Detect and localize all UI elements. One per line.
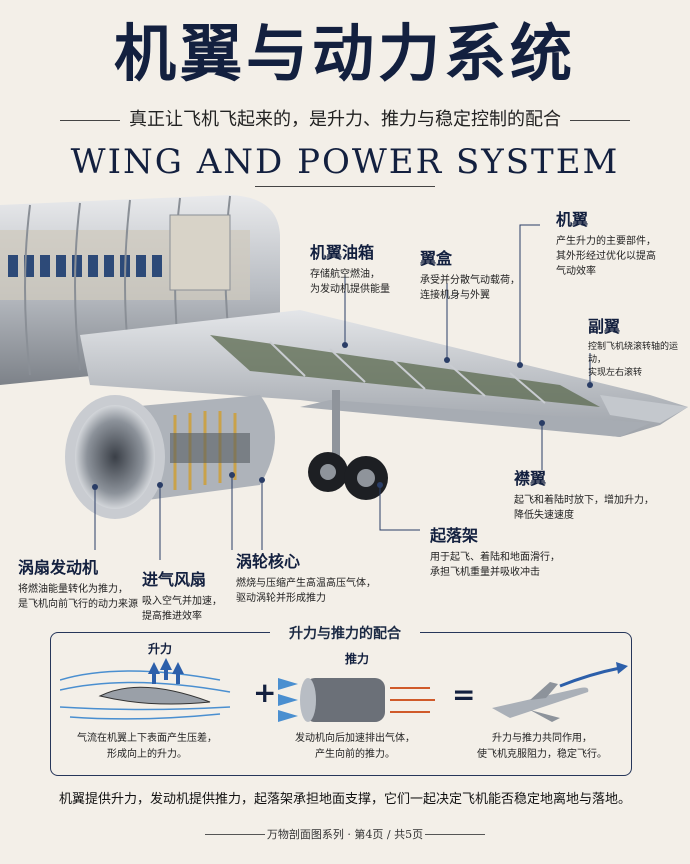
callout-turbine-core-desc-line: 燃烧与压缩产生高温高压气体，	[236, 578, 376, 589]
callout-intake-fan-title: 进气风扇	[142, 570, 207, 589]
callout-turbofan: 涡扇发动机 将燃油能量转化为推力， 是飞机向前飞行的动力来源	[18, 554, 138, 612]
aileron	[600, 395, 688, 423]
plus-sign: +	[253, 676, 276, 709]
callout-flap-desc-line: 起飞和着陆时放下，增加升力，	[514, 495, 654, 506]
callout-turbofan-title: 涡扇发动机	[18, 558, 99, 577]
page-footer: 万物剖面图系列 · 第4页 / 共5页	[266, 828, 424, 841]
footer-divider-right	[425, 834, 485, 835]
callout-landing-gear-desc-line: 承担飞机重量并吸收冲击	[430, 567, 540, 578]
callout-wing-desc-line: 气动效率	[556, 266, 596, 277]
result-caption-line: 升力与推力共同作用，	[492, 733, 592, 744]
lift-caption: 气流在机翼上下表面产生压差， 形成向上的升力。	[62, 731, 232, 763]
thrust-caption-line: 产生向前的推力。	[315, 749, 395, 760]
english-title: WING AND POWER SYSTEM	[70, 142, 620, 182]
subtitle-divider-right	[570, 120, 630, 121]
result-caption-line: 使飞机克服阻力，稳定飞行。	[477, 749, 607, 760]
callout-aileron-desc: 控制飞机绕滚转轴的运动， 实现左右滚转	[588, 341, 690, 380]
result-caption: 升力与推力共同作用， 使飞机克服阻力，稳定飞行。	[462, 731, 622, 763]
callout-turbine-core: 涡轮核心 燃烧与压缩产生高温高压气体， 驱动涡轮并形成推力	[236, 548, 376, 606]
turbofan-engine	[65, 395, 275, 519]
footer-divider-left	[205, 834, 265, 835]
callout-flap-desc: 起飞和着陆时放下，增加升力， 降低失速速度	[514, 493, 654, 523]
airfoil-shape	[98, 686, 211, 705]
callout-aileron-desc-line: 控制飞机绕滚转轴的运动，	[588, 342, 679, 365]
callout-wing-box-desc: 承受并分散气动载荷， 连接机身与外翼	[420, 273, 520, 303]
thrust-caption-line: 发动机向后加速排出气体，	[295, 733, 415, 744]
equals-sign: =	[452, 678, 475, 711]
flap	[300, 400, 650, 437]
lift-caption-line: 气流在机翼上下表面产生压差，	[77, 733, 217, 744]
callout-flap: 襟翼 起飞和着陆时放下，增加升力， 降低失速速度	[514, 465, 654, 523]
page-title: 机翼与动力系统	[113, 17, 576, 90]
callout-wing-box: 翼盒 承受并分散气动载荷， 连接机身与外翼	[420, 245, 520, 303]
callout-flap-desc-line: 降低失速速度	[514, 510, 574, 521]
callout-wing-desc-line: 其外形经过优化以提高	[556, 251, 656, 262]
callout-landing-gear: 起落架 用于起飞、着陆和地面滑行， 承担飞机重量并吸收冲击	[430, 522, 560, 580]
airplane-icon	[492, 662, 628, 722]
callout-landing-gear-desc: 用于起飞、着陆和地面滑行， 承担飞机重量并吸收冲击	[430, 550, 560, 580]
callout-wing-desc: 产生升力的主要部件， 其外形经过优化以提高 气动效率	[556, 234, 656, 279]
callout-aileron-desc-line: 实现左右滚转	[588, 368, 643, 378]
callout-intake-fan-desc: 吸入空气并加速， 提高推进效率	[142, 594, 222, 624]
lift-thrust-diagram: + =	[60, 658, 628, 722]
callout-aileron: 副翼 控制飞机绕滚转轴的运动， 实现左右滚转	[588, 313, 690, 380]
callout-intake-fan-desc-line: 提高推进效率	[142, 611, 202, 622]
aircraft-cutaway-illustration	[0, 195, 688, 560]
callout-fuel-tank-desc-line: 存储航空燃油，	[310, 269, 380, 280]
thrust-label: 推力	[345, 652, 370, 666]
callout-intake-fan-desc-line: 吸入空气并加速，	[142, 596, 222, 607]
callout-wing-box-title: 翼盒	[420, 249, 453, 268]
callout-wing-box-desc-line: 承受并分散气动载荷，	[420, 275, 520, 286]
intake-fan	[75, 405, 155, 509]
callout-turbine-core-desc-line: 驱动涡轮并形成推力	[236, 593, 326, 604]
turbine-core	[170, 433, 250, 463]
callout-wing-box-desc-line: 连接机身与外翼	[420, 290, 490, 301]
callout-turbine-core-title: 涡轮核心	[236, 552, 301, 571]
engine-thrust-diagram	[278, 678, 435, 722]
lift-label: 升力	[148, 642, 173, 656]
lift-arrows-icon	[148, 658, 184, 684]
lift-thrust-panel-title: 升力与推力的配合	[270, 623, 420, 643]
callout-turbine-core-desc: 燃烧与压缩产生高温高压气体， 驱动涡轮并形成推力	[236, 576, 376, 606]
callout-flap-title: 襟翼	[514, 469, 547, 488]
callout-landing-gear-desc-line: 用于起飞、着陆和地面滑行，	[430, 552, 560, 563]
english-title-underline	[255, 186, 435, 187]
summary-text: 机翼提供升力，发动机提供推力，起落架承担地面支撑，它们一起决定飞机能否稳定地离地…	[58, 792, 631, 807]
callout-wing-title: 机翼	[556, 210, 589, 229]
landing-gear	[308, 390, 388, 500]
callout-wing: 机翼 产生升力的主要部件， 其外形经过优化以提高 气动效率	[556, 206, 656, 279]
exhaust-arrows-icon	[390, 687, 435, 713]
leader-lines	[92, 224, 593, 560]
airfoil-diagram	[60, 658, 231, 720]
intake-arrows-icon	[278, 678, 298, 722]
callout-turbofan-desc-line: 将燃油能量转化为推力，	[18, 584, 128, 595]
thrust-caption: 发动机向后加速排出气体， 产生向前的推力。	[270, 731, 440, 763]
callout-fuel-tank-desc: 存储航空燃油， 为发动机提供能量	[310, 267, 390, 297]
callout-landing-gear-title: 起落架	[430, 526, 479, 545]
subtitle-divider-left	[60, 120, 120, 121]
callout-turbofan-desc: 将燃油能量转化为推力， 是飞机向前飞行的动力来源	[18, 582, 138, 612]
callout-fuel-tank-title: 机翼油箱	[310, 243, 375, 262]
callout-turbofan-desc-line: 是飞机向前飞行的动力来源	[18, 599, 138, 610]
callout-aileron-title: 副翼	[588, 317, 621, 336]
callout-fuel-tank: 机翼油箱 存储航空燃油， 为发动机提供能量	[310, 239, 390, 297]
page-subtitle: 真正让飞机飞起来的，是升力、推力与稳定控制的配合	[129, 109, 561, 130]
callout-fuel-tank-desc-line: 为发动机提供能量	[310, 284, 390, 295]
wing	[80, 310, 688, 437]
callout-wing-desc-line: 产生升力的主要部件，	[556, 236, 656, 247]
lift-caption-line: 形成向上的升力。	[107, 749, 187, 760]
callout-intake-fan: 进气风扇 吸入空气并加速， 提高推进效率	[142, 566, 222, 624]
